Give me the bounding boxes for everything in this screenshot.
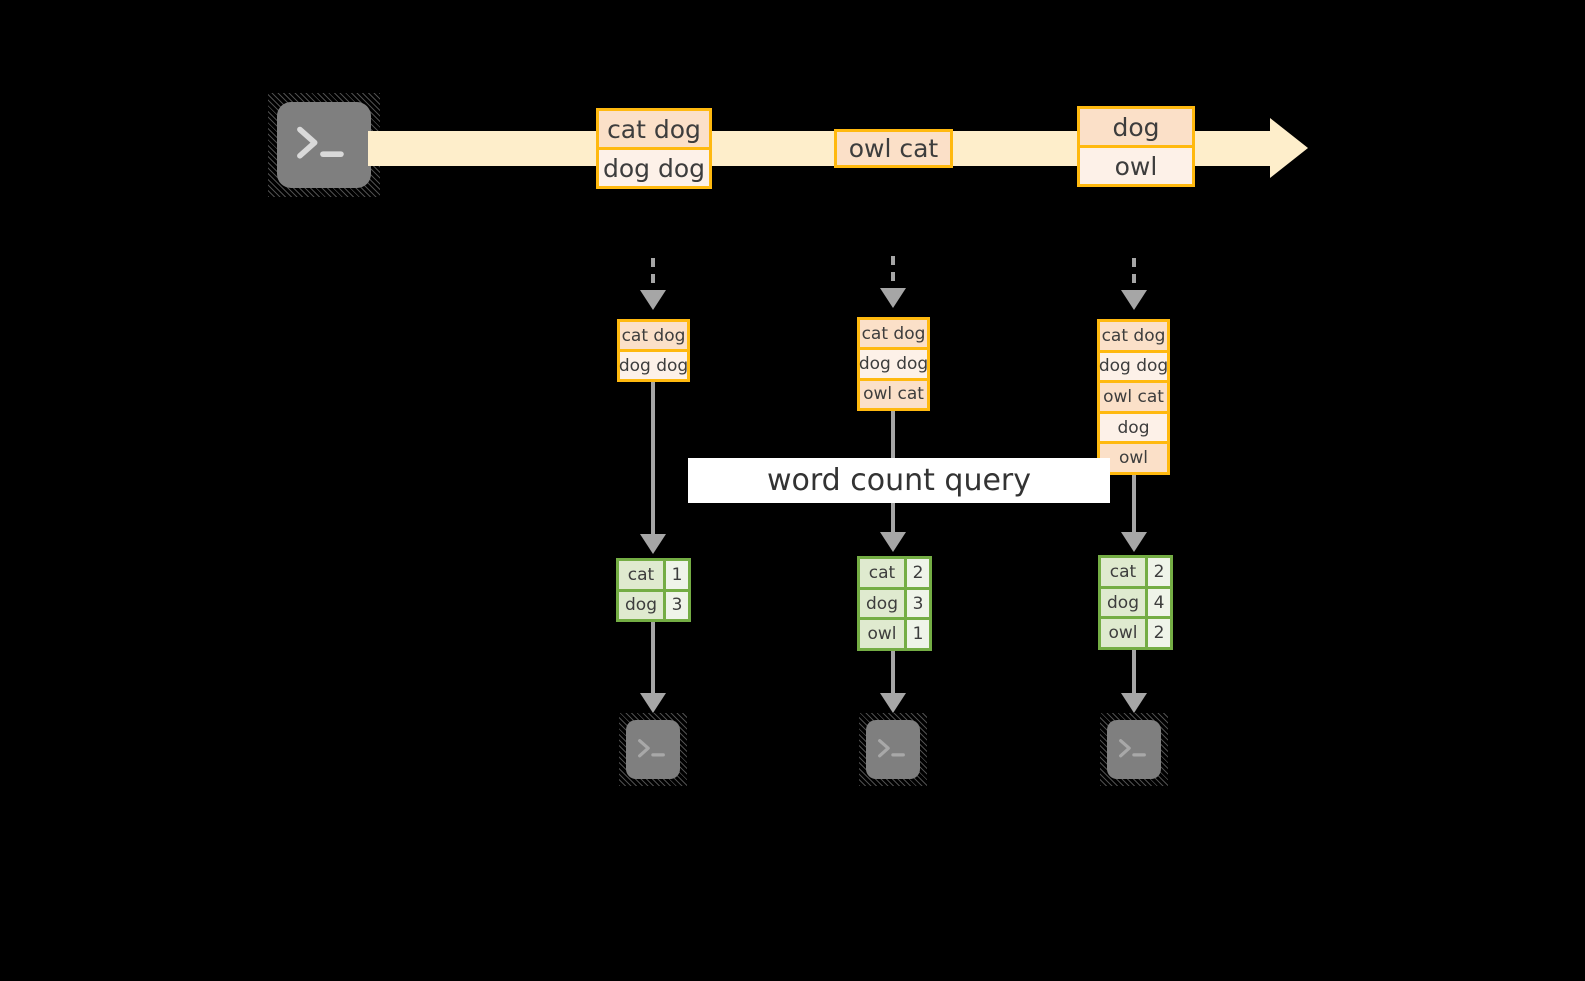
result-word: owl [860,620,907,649]
accumulated-line: owl [1100,441,1167,472]
result-count: 3 [666,591,688,619]
table-row: owl 2 [1101,616,1170,648]
snapshot-3-query-arrowhead [1121,532,1147,552]
accumulated-line: dog dog [619,349,688,379]
snapshot-2-accumulated-box[interactable]: cat dog dog dog owl cat [857,317,930,411]
accumulated-line: cat dog [1100,322,1167,350]
result-word: cat [619,561,666,589]
snapshot-1-query-line [651,382,655,537]
snapshot-3-accumulated-box[interactable]: cat dog dog dog owl cat dog owl [1097,319,1170,475]
table-row: cat 2 [1101,558,1170,586]
snapshot-3-feed-line [1132,258,1136,292]
query-banner-label: word count query [766,463,1032,498]
result-word: cat [1101,558,1148,586]
snapshot-1-sink-line [651,622,655,696]
snapshot-3-sink-arrowhead [1121,693,1147,713]
snapshot-2-result-table[interactable]: cat 2 dog 3 owl 1 [857,556,932,651]
result-word: dog [619,591,666,619]
snapshot-2-query-arrowhead [880,532,906,552]
stream-message-line: dog [1080,109,1192,145]
table-row: dog 3 [860,586,929,618]
snapshot-2-feed-arrowhead [880,288,906,308]
stream-message-batch-3[interactable]: dog owl [1077,106,1195,187]
accumulated-line: dog dog [859,347,928,378]
snapshot-1-result-table[interactable]: cat 1 dog 3 [616,558,691,622]
stream-message-line: owl [1080,145,1192,184]
table-row: dog 4 [1101,585,1170,617]
snapshot-1-sink-terminal-icon[interactable] [619,713,687,786]
terminal-screen [1107,720,1161,779]
table-row: owl 1 [860,617,929,649]
prompt-glyph-icon [297,126,344,159]
prompt-glyph-icon [1118,738,1146,758]
snapshot-1-sink-arrowhead [640,693,666,713]
stream-arrow-head [1270,118,1308,178]
result-word: cat [860,559,907,587]
prompt-glyph-icon [877,738,905,758]
result-word: dog [1101,588,1148,617]
stream-message-batch-2[interactable]: owl cat [834,129,953,168]
accumulated-line: owl cat [860,377,927,408]
stream-message-line: owl cat [837,132,950,165]
snapshot-3-feed-arrowhead [1121,290,1147,310]
terminal-screen [866,720,920,779]
result-count: 2 [1148,558,1170,586]
table-row: cat 1 [619,561,688,589]
snapshot-2-sink-arrowhead [880,693,906,713]
snapshot-3-query-line [1132,475,1136,535]
accumulated-line: cat dog [620,322,687,349]
source-terminal-icon[interactable] [268,93,380,197]
stream-message-line: dog dog [599,147,709,186]
result-count: 4 [1148,588,1170,617]
snapshot-2-sink-line [891,651,895,696]
snapshot-1-feed-line [651,258,655,292]
terminal-screen [626,720,680,779]
result-word: owl [1101,619,1148,648]
snapshot-2-sink-terminal-icon[interactable] [859,713,927,786]
table-row: cat 2 [860,559,929,587]
result-count: 2 [907,559,929,587]
accumulated-line: owl cat [1100,380,1167,411]
snapshot-2-feed-line [891,256,895,290]
result-word: dog [860,589,907,618]
snapshot-3-sink-terminal-icon[interactable] [1100,713,1168,786]
table-row: dog 3 [619,588,688,619]
snapshot-3-result-table[interactable]: cat 2 dog 4 owl 2 [1098,555,1173,650]
snapshot-1-accumulated-box[interactable]: cat dog dog dog [617,319,690,382]
snapshot-1-query-arrowhead [640,534,666,554]
result-count: 1 [666,561,688,589]
result-count: 3 [907,589,929,618]
accumulated-line: dog [1100,410,1167,442]
accumulated-line: dog dog [1099,349,1168,381]
snapshot-3-sink-line [1132,650,1136,696]
result-count: 1 [907,620,929,649]
prompt-glyph-icon [637,738,665,758]
result-count: 2 [1148,619,1170,648]
accumulated-line: cat dog [860,320,927,348]
terminal-screen [277,102,371,188]
snapshot-1-feed-arrowhead [640,290,666,310]
query-banner: word count query [688,458,1110,503]
stream-message-batch-1[interactable]: cat dog dog dog [596,108,712,189]
stream-message-line: cat dog [599,111,709,147]
